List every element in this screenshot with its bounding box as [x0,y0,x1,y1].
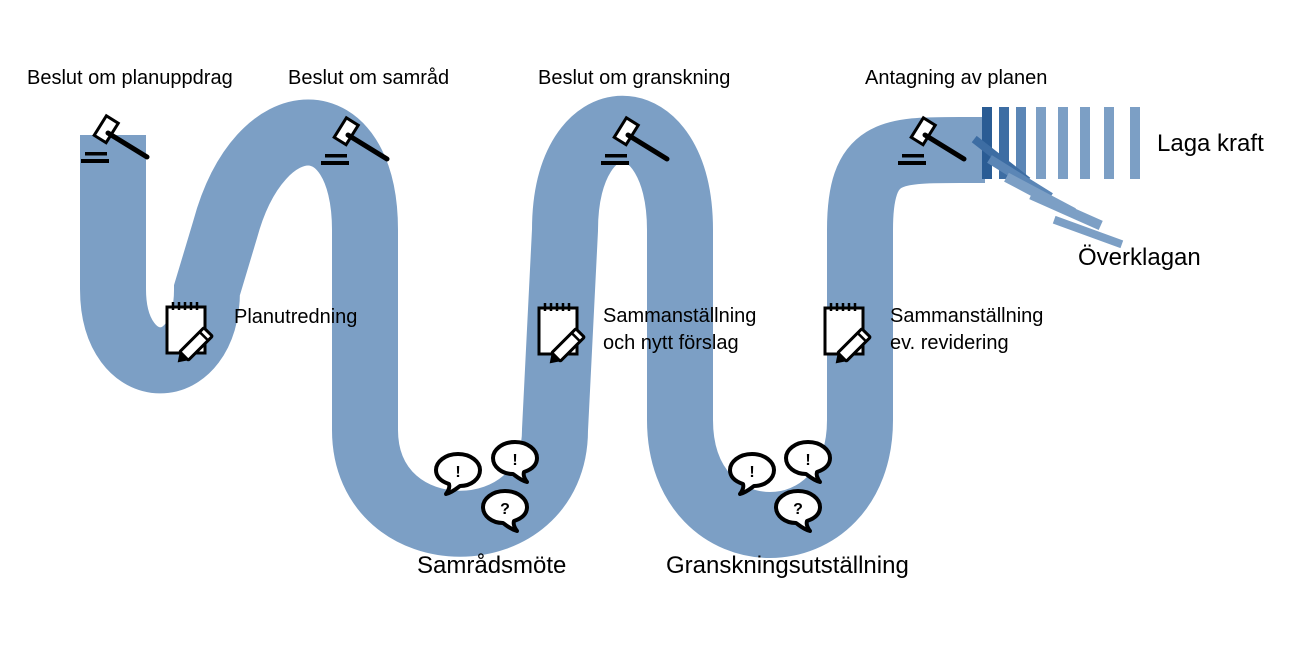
step-label-line: Sammanställning [603,305,757,327]
speech-bubble-icon: ! [491,440,539,484]
speech-bubble-icon: ? [774,489,822,533]
speech-bubble-icon: ? [481,489,529,533]
decision-label-antagning: Antagning av planen [865,67,1048,89]
outcome-label-overklagan: Överklagan [1078,244,1201,271]
svg-text:?: ? [793,501,803,518]
outcome-label-laga-kraft: Laga kraft [1157,130,1264,157]
step-label-line: och nytt förslag [603,332,739,354]
speech-bubble-icon: ! [434,452,482,496]
laga-kraft-stripes [982,107,1140,179]
step-label-sammanstallning-revidering: Sammanställning ev. revidering [890,303,1043,357]
svg-text:!: ! [512,452,517,469]
decision-label-samrad: Beslut om samråd [288,67,450,89]
svg-text:!: ! [805,452,810,469]
process-path [80,95,985,558]
svg-text:!: ! [749,464,754,481]
svg-text:!: ! [455,464,460,481]
svg-text:?: ? [500,501,510,518]
step-label-line: Sammanställning [890,305,1044,327]
meeting-label-granskningsutstallning: Granskningsutställning [666,552,909,579]
speech-bubble-icon: ! [728,452,776,496]
speech-bubble-icon: ! [784,440,832,484]
overklagan-stripes [971,135,1124,249]
meeting-label-samradsmote: Samrådsmöte [417,552,567,579]
step-label-planutredning: Planutredning [234,306,358,328]
step-label-line: ev. revidering [890,332,1009,354]
decision-label-planuppdrag: Beslut om planuppdrag [27,67,233,89]
step-label-sammanstallning-nytt-forslag: Sammanställning och nytt förslag [603,303,756,357]
decision-label-granskning: Beslut om granskning [538,67,731,89]
